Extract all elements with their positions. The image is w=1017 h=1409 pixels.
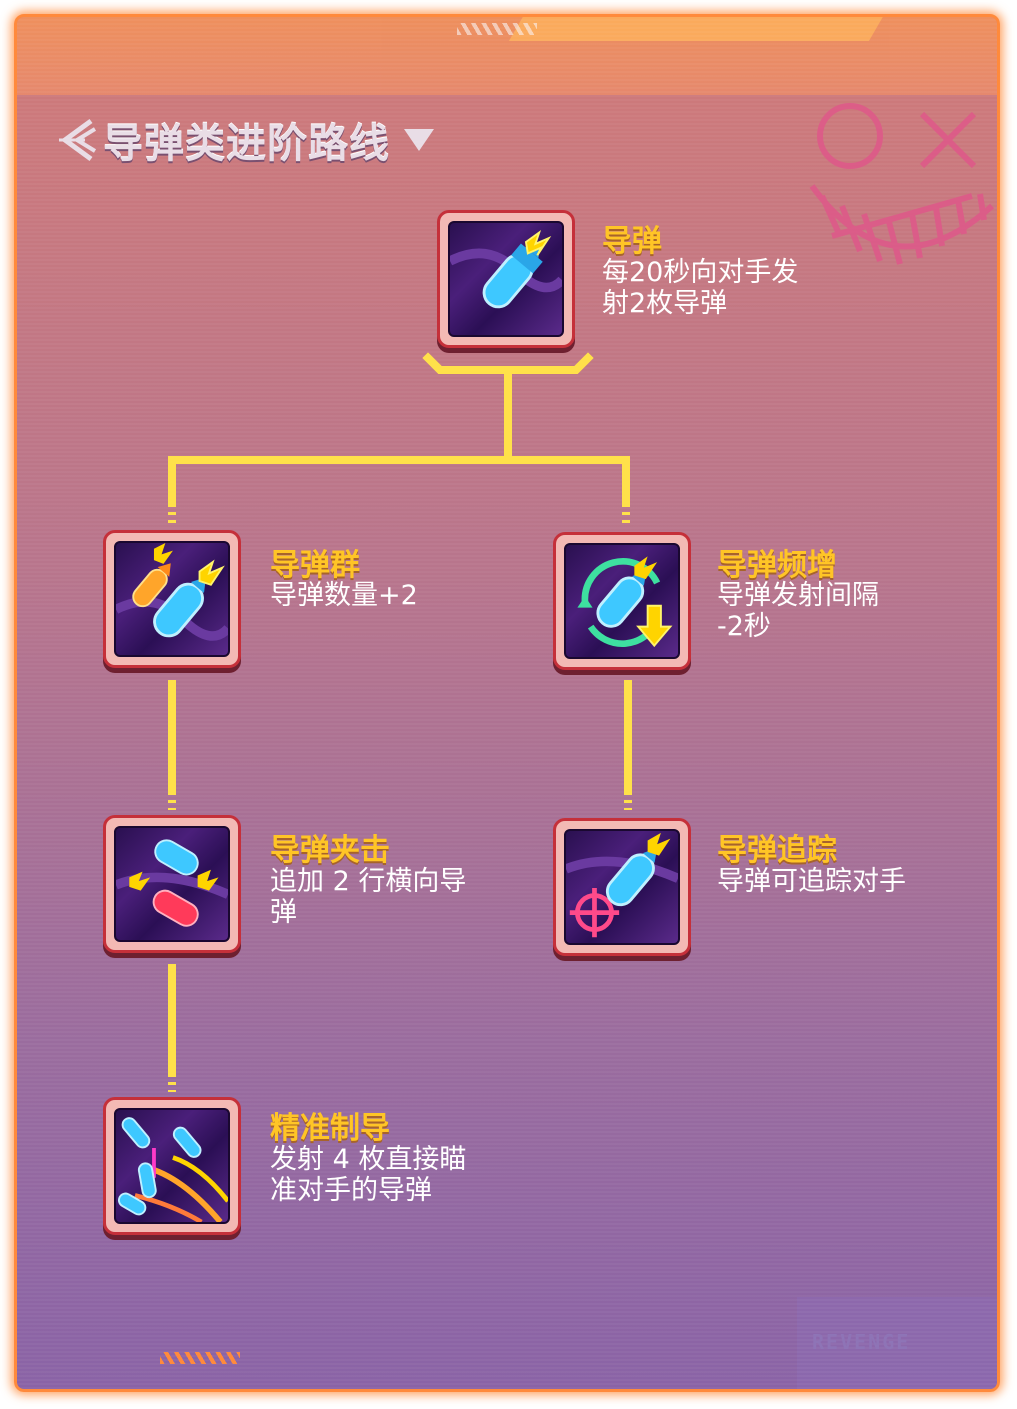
triangle-down-icon[interactable] [404,129,434,151]
missile-swarm-icon [116,543,228,641]
missile-icon [450,230,562,309]
chevron-left-icon[interactable] [55,117,97,163]
node-frequency-name: 导弹频增 [717,548,837,583]
node-precision-desc: 发射 4 枚直接瞄 准对手的导弹 [270,1144,467,1206]
node-missile-desc: 每20秒向对手发 射2枚导弹 [602,257,799,319]
missile-tracking-icon [566,832,678,938]
node-pincer[interactable] [103,815,241,953]
watermark-text: REVENGE [812,1330,911,1354]
node-swarm[interactable] [103,530,241,668]
page-header: 导弹类进阶路线 [55,110,434,170]
node-swarm-desc: 导弹数量+2 [270,580,418,611]
node-pincer-desc: 追加 2 行横向导 弹 [270,866,467,928]
node-swarm-name: 导弹群 [270,548,360,583]
missile-precision-icon [117,1117,228,1222]
page-title: 导弹类进阶路线 [103,121,390,167]
node-tracking-desc: 导弹可追踪对手 [717,866,906,897]
top-stripes [457,23,537,35]
bottom-stripes [160,1352,240,1364]
node-pincer-name: 导弹夹击 [270,833,390,868]
bottom-corner-block [797,1297,997,1389]
node-missile-name: 导弹 [602,224,662,259]
node-frequency-desc: 导弹发射间隔 -2秒 [717,580,879,642]
skull-grin-icon [809,103,995,265]
missile-pincer-icon [116,839,228,927]
top-band [17,17,997,95]
node-missile[interactable] [437,210,575,348]
node-tracking-name: 导弹追踪 [717,833,837,868]
missile-frequency-icon [577,556,673,648]
node-precision[interactable] [103,1097,241,1235]
node-frequency[interactable] [553,532,691,670]
node-precision-name: 精准制导 [270,1111,390,1146]
node-tracking[interactable] [553,818,691,956]
